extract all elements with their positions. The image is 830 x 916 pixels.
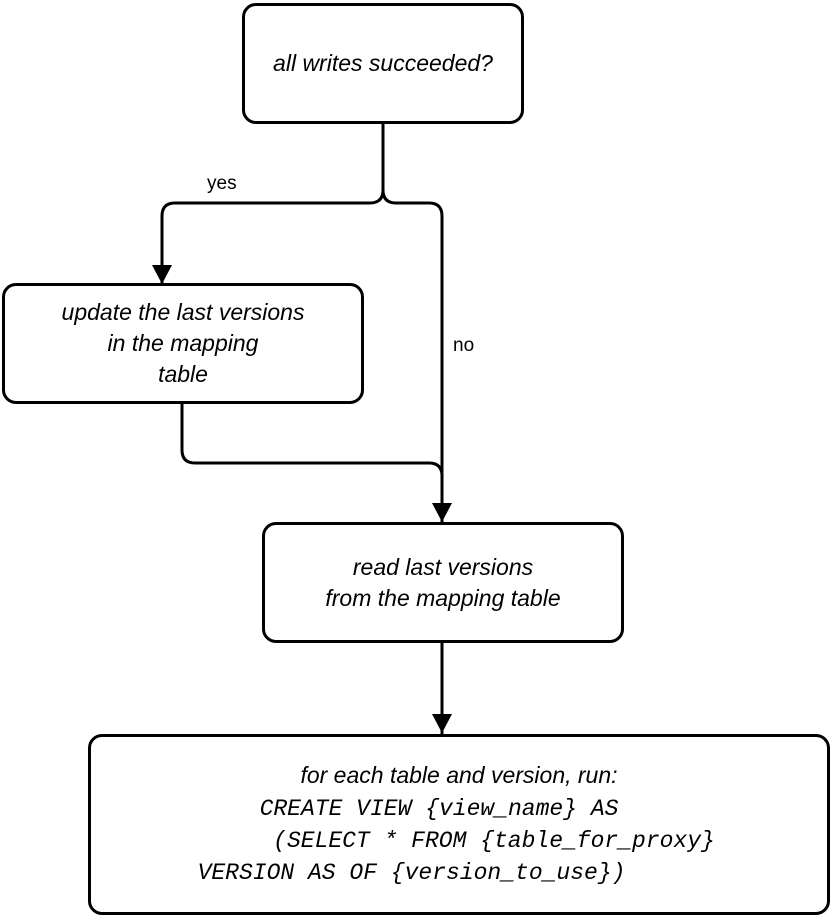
- create-view-node: for each table and version, run: CREATE …: [88, 734, 830, 915]
- update-versions-node: update the last versions in the mapping …: [2, 283, 364, 404]
- arrowhead-update: [152, 265, 172, 284]
- code-line-2: (SELECT * FROM {table_for_proxy}: [273, 828, 715, 854]
- edge-label-yes: yes: [207, 173, 237, 194]
- edge-decision-to-read: [381, 189, 444, 522]
- edge-update-to-read: [180, 404, 444, 477]
- read-text-line-2: from the mapping table: [325, 584, 561, 611]
- edge-label-no: no: [453, 335, 475, 356]
- decision-text: all writes succeeded?: [273, 50, 493, 76]
- read-text-line-1: read last versions: [352, 553, 534, 580]
- update-text-line-2: in the mapping: [107, 330, 259, 356]
- arrowhead-read: [432, 503, 452, 522]
- create-view-intro: for each table and version, run:: [300, 762, 618, 788]
- update-text-line-1: update the last versions: [61, 299, 305, 325]
- arrowhead-create: [432, 714, 452, 733]
- read-versions-node: read last versions from the mapping tabl…: [262, 522, 624, 643]
- code-line-3: VERSION AS OF {version_to_use}): [197, 860, 626, 886]
- update-text-line-3: table: [158, 361, 208, 387]
- code-line-1: CREATE VIEW {view_name} AS: [259, 796, 619, 822]
- edge-decision-to-update: [160, 124, 385, 283]
- decision-node: all writes succeeded?: [242, 3, 524, 124]
